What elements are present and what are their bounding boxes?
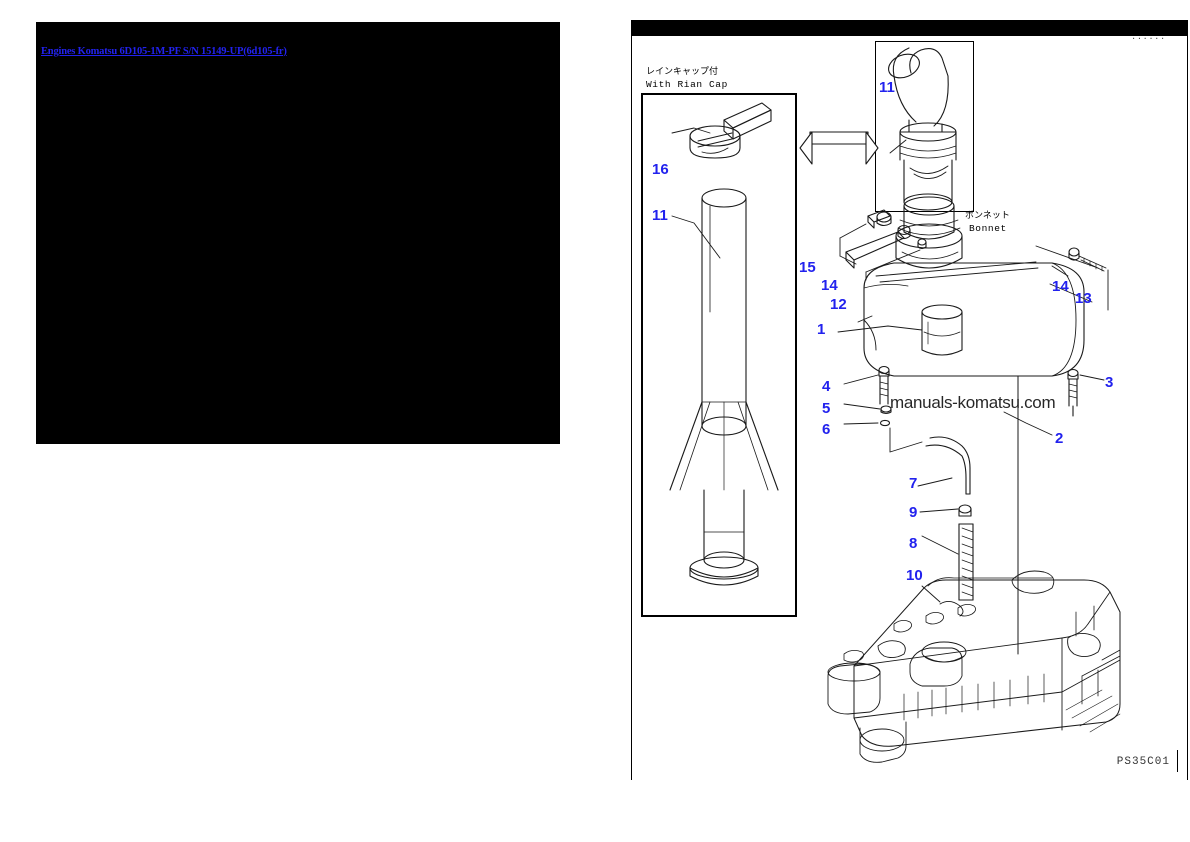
- callout-3[interactable]: 3: [1105, 374, 1114, 391]
- caption-bonnet-en: Bonnet: [969, 223, 1007, 234]
- figure-code-rule: [1177, 750, 1178, 772]
- parts-diagram-pane: ...... レインキャップ付 With Rian Cap ボンネット Bonn…: [631, 20, 1188, 780]
- callout-7[interactable]: 7: [909, 475, 918, 492]
- callout-10[interactable]: 10: [906, 567, 923, 584]
- callout-5[interactable]: 5: [822, 400, 831, 417]
- callout-4[interactable]: 4: [822, 378, 831, 395]
- watermark-text: manuals-komatsu.com: [890, 393, 1056, 412]
- caption-with-rain-cap-en: With Rian Cap: [646, 79, 728, 90]
- breadcrumb-link-engine-model[interactable]: Engines Komatsu 6D105-1M-PF S/N 15149-UP…: [41, 46, 287, 57]
- callout-8[interactable]: 8: [909, 535, 918, 552]
- page-edge-rule: [1187, 20, 1188, 780]
- callout-1[interactable]: 1: [817, 321, 826, 338]
- caption-bonnet-jp: ボンネット: [965, 211, 1010, 221]
- callout-6[interactable]: 6: [822, 421, 831, 438]
- top-black-bar: [632, 20, 1188, 36]
- callout-9[interactable]: 9: [909, 504, 918, 521]
- parts-line-art: [669, 47, 1121, 763]
- callout-15[interactable]: 15: [799, 259, 816, 276]
- callout-14-left[interactable]: 14: [821, 277, 838, 294]
- callout-16[interactable]: 16: [652, 161, 669, 178]
- figure-code: PS35C01: [1116, 756, 1170, 768]
- callout-12[interactable]: 12: [830, 296, 847, 313]
- inset-frame-exhaust-elbow: [875, 41, 974, 212]
- top-bar-code-text: ......: [1131, 33, 1166, 42]
- document-viewer-pane: Engines Komatsu 6D105-1M-PF S/N 15149-UP…: [36, 22, 560, 444]
- callout-13[interactable]: 13: [1075, 290, 1092, 307]
- callout-11-inset[interactable]: 11: [879, 79, 895, 96]
- callout-2[interactable]: 2: [1055, 430, 1064, 447]
- inset-frame-rain-cap: [641, 93, 797, 617]
- caption-with-rain-cap-jp: レインキャップ付: [646, 67, 719, 77]
- callout-11-left[interactable]: 11: [652, 207, 668, 224]
- callout-14-right[interactable]: 14: [1052, 278, 1069, 295]
